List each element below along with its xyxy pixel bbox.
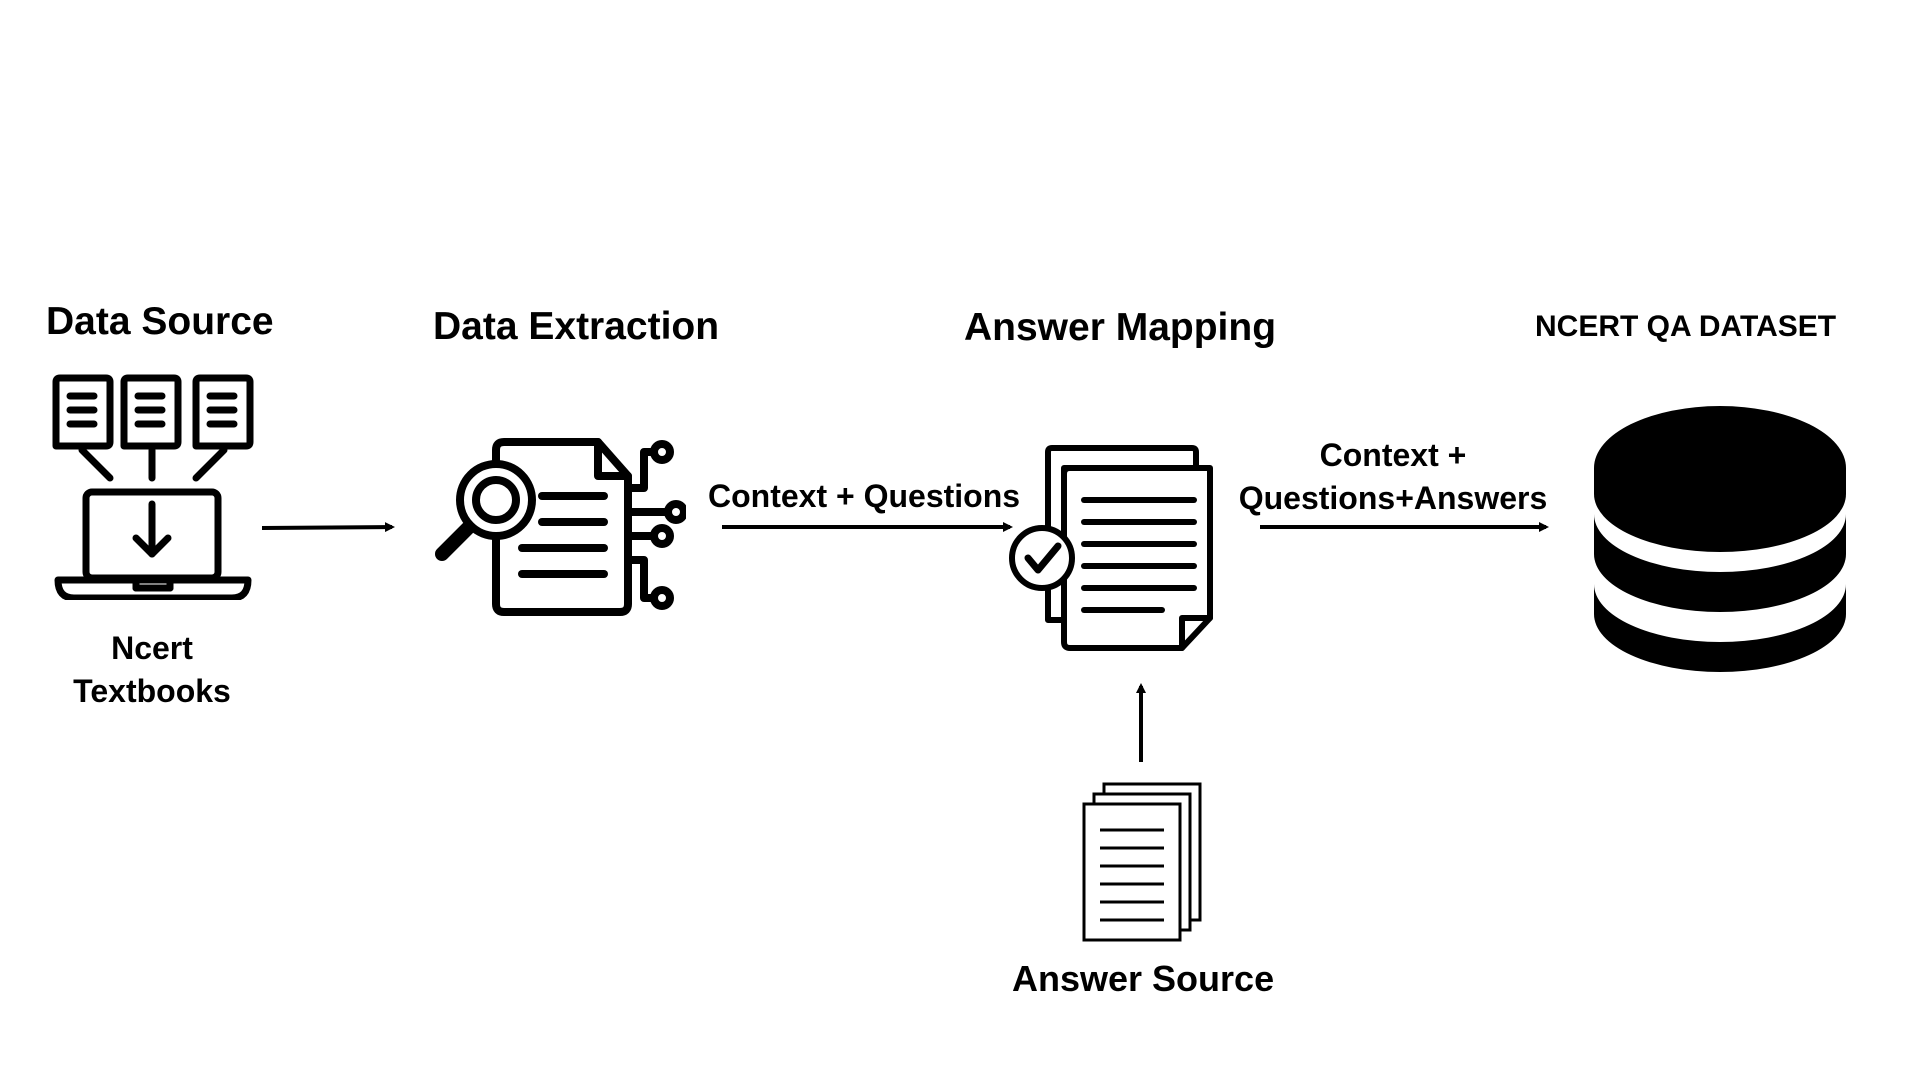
data-source-caption: Ncert Textbooks <box>73 630 231 710</box>
dataset-title: NCERT QA DATASET <box>1535 310 1837 343</box>
laptop-download-icon <box>52 374 258 600</box>
document-search-network-icon <box>432 438 686 616</box>
arrow-source-to-extraction <box>261 522 395 533</box>
flow-label-context-questions: Context + Questions <box>708 478 1021 514</box>
flow-label-line2: Questions+Answers <box>1238 479 1548 516</box>
paper-stack-icon <box>1074 780 1204 944</box>
flow-label-line1: Context + <box>1319 437 1467 473</box>
answer-source-caption: Answer Source <box>1012 958 1275 999</box>
data-source-title: Data Source <box>46 300 274 343</box>
data-extraction-title: Data Extraction <box>433 305 720 348</box>
data-source-caption-line1: Ncert <box>111 630 193 666</box>
database-icon <box>1592 404 1848 672</box>
document-check-icon <box>1004 444 1218 658</box>
answer-mapping-title: Answer Mapping <box>964 306 1277 349</box>
flow-label-context-questions-answers: Context + Questions+Answers <box>1239 437 1548 517</box>
data-source-caption-line2: Textbooks <box>73 672 231 709</box>
